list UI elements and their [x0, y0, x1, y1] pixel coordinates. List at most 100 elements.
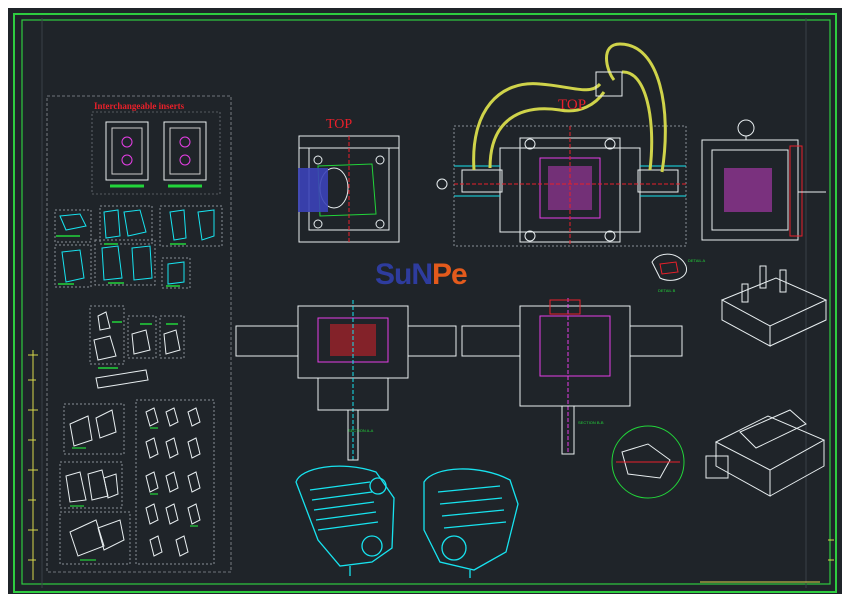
insert-3d-group-2: [89, 305, 185, 389]
mold-3d-bottom: [705, 409, 826, 497]
drawing-stroke: [295, 465, 395, 567]
drawing-stroke: [369, 477, 387, 495]
inner-frame: [21, 19, 831, 585]
drawing-stroke: [95, 409, 117, 439]
drawing-stroke: [437, 485, 507, 529]
drawing-stroke: [54, 209, 92, 243]
drawing-stroke: [97, 519, 125, 551]
drawing-stroke: [629, 325, 683, 357]
detail-label-2: DETAIL B: [658, 288, 676, 293]
drawing-stroke: [165, 407, 179, 427]
drawing-stroke: [461, 325, 521, 357]
brand-logo: SuNPe: [375, 258, 468, 292]
drawing-stroke: [789, 145, 803, 237]
green-insert-labels: [98, 321, 178, 369]
drawing-stroke: [423, 468, 519, 571]
section-label-right: SECTION B-B: [578, 420, 604, 425]
drawing-stroke: [197, 209, 215, 241]
drawing-stroke: [165, 437, 179, 459]
drawing-stroke: [375, 219, 385, 229]
drawing-stroke: [95, 369, 149, 389]
drawing-stroke: [121, 136, 133, 148]
drawing-stroke: [604, 138, 616, 150]
drawing-stroke: [89, 305, 125, 365]
drawing-stroke: [163, 121, 207, 181]
drawing-stroke: [61, 249, 85, 283]
drawing-stroke: [375, 155, 385, 165]
drawing-stroke: [169, 127, 201, 175]
drawing-stroke: [187, 471, 201, 493]
drawing-stroke: [145, 503, 159, 525]
detail-label-1: DETAIL A: [688, 258, 706, 263]
drawing-stroke: [187, 437, 201, 459]
drawing-stroke: [621, 443, 671, 479]
part-3d-right: [423, 468, 519, 578]
drawing-stroke: [637, 169, 679, 193]
drawing-stroke: [769, 300, 827, 347]
drawing-stroke: [313, 155, 323, 165]
part-3d-left: [295, 465, 395, 576]
small-part-detail: [651, 253, 688, 281]
drawing-stroke: [361, 535, 383, 557]
drawing-stroke: [441, 535, 467, 561]
drawing-stroke: [235, 325, 299, 357]
drawing-stroke: [488, 91, 606, 169]
drawing-stroke: [131, 245, 153, 281]
brand-logo-part1: SuN: [375, 258, 433, 291]
top-view-label-left: TOP: [326, 117, 353, 132]
left-scale-ruler: [28, 350, 38, 580]
bottom-right-marks: [700, 539, 834, 583]
drawing-stroke: [169, 209, 187, 241]
drawing-stroke: [101, 245, 123, 281]
drawing-stroke: [759, 265, 767, 289]
drawing-stroke: [313, 219, 323, 229]
pin-inserts-group: [59, 399, 215, 565]
insert-3d-group-1: [54, 205, 223, 289]
drawing-stroke: [605, 42, 667, 173]
drawing-stroke: [159, 205, 223, 247]
drawing-stroke: [701, 139, 799, 241]
drawing-stroke: [561, 405, 575, 455]
drawing-stroke: [99, 205, 153, 245]
drawing-stroke: [472, 82, 602, 171]
drawing-stroke: [524, 138, 536, 150]
drawing-background: [8, 8, 842, 594]
green-dimension-marks: [56, 235, 186, 287]
section-label-left: SECTION A-A: [348, 428, 374, 433]
drawing-stroke: [131, 329, 151, 355]
drawing-stroke: [163, 329, 181, 355]
drawing-stroke: [59, 461, 123, 509]
drawing-stroke: [69, 415, 93, 447]
drawing-stroke: [739, 409, 807, 449]
drawing-stroke: [63, 403, 125, 455]
drawing-stroke: [769, 440, 825, 497]
drawing-stroke: [145, 437, 159, 459]
drawing-stroke: [179, 154, 191, 166]
drawing-stroke: [127, 315, 157, 359]
drawing-stroke: [54, 244, 92, 288]
drawing-stroke: [69, 519, 105, 557]
cooling-hoses: [472, 42, 667, 173]
top-view-main-mold: [436, 125, 687, 247]
drawing-stroke: [347, 409, 359, 461]
drawing-stroke: [159, 315, 185, 359]
drawing-stroke: [187, 503, 201, 525]
drawing-stroke: [461, 169, 503, 193]
side-view-mold: [701, 119, 826, 241]
top-view-small-mold: [298, 135, 400, 243]
drawing-stroke: [167, 261, 185, 285]
drawing-stroke: [179, 136, 191, 148]
drawing-stroke: [93, 335, 117, 361]
section-view-left: [235, 300, 457, 461]
drawing-stroke: [187, 407, 201, 427]
drawing-stroke: [111, 127, 143, 175]
insert-plate-2: [163, 121, 207, 188]
drawing-stroke: [165, 503, 179, 525]
pin-green-marks: [70, 427, 198, 561]
drawing-stroke: [659, 261, 679, 275]
section-view-right: [461, 298, 683, 455]
drawing-stroke: [309, 481, 379, 531]
drawing-stroke: [298, 168, 328, 212]
inserts-panel: [46, 95, 232, 573]
